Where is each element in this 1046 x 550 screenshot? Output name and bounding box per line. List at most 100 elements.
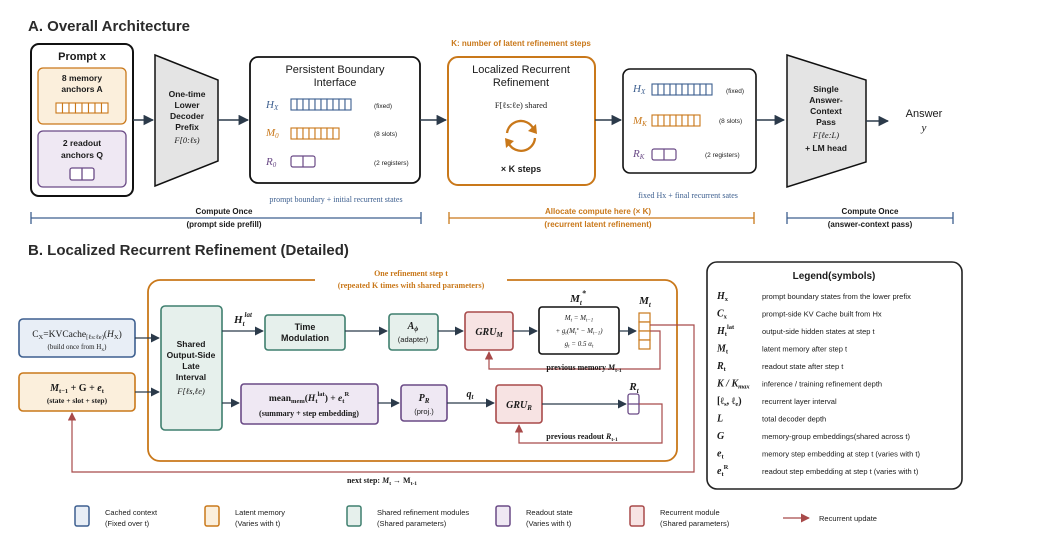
qt-label: qt — [467, 389, 475, 401]
svg-text:Output-Side: Output-Side — [167, 350, 216, 360]
legend-symbol: Htlat — [716, 324, 735, 338]
hx-slot — [344, 98, 352, 111]
hx-final-slot — [657, 83, 665, 96]
legend-description: latent memory after step t — [762, 345, 848, 354]
legend-description: readout state after step t — [762, 362, 844, 371]
hx-slots — [290, 98, 352, 111]
cached-context-box: CX=KVCache[ℓs:ℓe)(HX) (build once from H… — [18, 318, 136, 358]
legend-sublabel: (Shared parameters) — [377, 519, 447, 528]
hx-slot — [290, 98, 298, 111]
hx-final-slots — [651, 83, 713, 96]
svg-text:Time: Time — [295, 322, 316, 332]
svg-text:Compute Once: Compute Once — [842, 207, 899, 216]
legend-label: Recurrent module — [660, 508, 720, 517]
legend-symbol: G — [717, 431, 725, 442]
svg-text:(recurrent latent refinement): (recurrent latent refinement) — [544, 220, 651, 229]
svg-text:PR: PR — [419, 393, 430, 405]
previous-readout-arrow — [514, 403, 663, 444]
svg-text:(2 registers): (2 registers) — [374, 160, 409, 167]
hx-final-slot — [705, 83, 713, 96]
memory-slot — [74, 102, 83, 114]
svg-text:Single: Single — [813, 84, 839, 94]
adapter: Aϕ (adapter) — [388, 313, 439, 351]
svg-text:+ LM head: + LM head — [805, 143, 847, 153]
legend-swatch — [204, 505, 220, 527]
mk-slot — [681, 114, 689, 127]
legend-description: total decoder depth — [762, 415, 826, 424]
previous-memory-arrow — [484, 330, 661, 370]
svg-text:Shared: Shared — [177, 339, 206, 349]
legend-description: recurrent layer interval — [762, 397, 837, 406]
svg-text:Pass: Pass — [816, 117, 836, 127]
legend-symbol: Cx — [717, 309, 728, 321]
mk-slot — [693, 114, 701, 127]
state-input-box: Mt−1 + G + et (state + slot + step) — [18, 372, 136, 412]
mt-slot — [638, 321, 651, 332]
m0-slot — [302, 127, 310, 140]
svg-text:Decoder: Decoder — [170, 111, 205, 121]
legend-description: memory step embedding at step t (varies … — [762, 450, 920, 459]
svg-text:Interface: Interface — [314, 77, 357, 89]
svg-text:GRUR: GRUR — [506, 400, 532, 412]
legend-symbol: Hx — [716, 291, 729, 303]
legend-symbol: L — [716, 414, 723, 425]
legend-description: memory-group embeddings(shared across t) — [762, 432, 910, 441]
svg-text:Late: Late — [182, 361, 200, 371]
svg-text:Answer-: Answer- — [809, 95, 843, 105]
svg-text:F[ℓs:ℓe) shared: F[ℓs:ℓe) shared — [495, 100, 548, 110]
svg-text:Prefix: Prefix — [175, 122, 199, 132]
memory-slot — [100, 102, 109, 114]
svg-text:(2 registers): (2 registers) — [705, 152, 740, 159]
svg-text:anchors A: anchors A — [61, 84, 102, 94]
svg-text:Interval: Interval — [176, 372, 206, 382]
svg-text:gt = 0.5 αt: gt = 0.5 αt — [565, 340, 594, 350]
readout-projection: PR (proj.) — [400, 384, 448, 422]
answer-context-pass: Single Answer- Context Pass F[ℓe:L) + LM… — [786, 53, 867, 189]
svg-text:(build once from Hx): (build once from Hx) — [48, 343, 108, 353]
memory-slot — [87, 102, 96, 114]
next-step-label: next step: Mt → Mt-1 — [347, 476, 417, 487]
gru-r: GRUR — [495, 384, 543, 424]
hx-slot — [308, 98, 316, 111]
hx-slot — [314, 98, 322, 111]
gru-m: GRUM — [464, 311, 514, 351]
svg-text:F[0:ℓs): F[0:ℓs) — [173, 135, 199, 145]
legend-label: Recurrent update — [819, 514, 877, 523]
legend-label: Cached context — [105, 508, 158, 517]
svg-text:(8 slots): (8 slots) — [719, 118, 742, 125]
mean-summary-box: meanmem(Htlat) + etR (summary + step emb… — [240, 383, 379, 425]
mk-slots — [651, 114, 701, 127]
m0-slot — [326, 127, 334, 140]
legend-description: prompt-side KV Cache built from Hx — [762, 310, 882, 319]
m0-slot — [308, 127, 316, 140]
legend-swatch — [495, 505, 511, 527]
k-steps-note: K: number of latent refinement steps — [451, 39, 591, 48]
svg-text:Persistent Boundary: Persistent Boundary — [285, 64, 385, 76]
rt-label: Rt — [628, 381, 639, 395]
legend-description: readout step embedding at step t (varies… — [762, 467, 919, 476]
svg-text:(adapter): (adapter) — [398, 335, 429, 344]
prompt-title: Prompt x — [58, 51, 107, 63]
legend-sublabel: (Varies with t) — [526, 519, 572, 528]
memory-slot — [81, 102, 90, 114]
hx-final-slot — [681, 83, 689, 96]
hx-final-slot — [699, 83, 707, 96]
svg-text:Mt = Mt−1: Mt = Mt−1 — [564, 314, 594, 324]
svg-text:Refinement: Refinement — [493, 77, 549, 89]
allocate-compute-bracket: Allocate compute here (× K) (recurrent l… — [448, 207, 755, 229]
legend-description: inference / training refinement depth — [762, 380, 882, 389]
legend-swatch — [74, 505, 90, 527]
next-step-arrow — [67, 324, 695, 473]
svg-text:meanmem(Htlat) + etR: meanmem(Htlat) + etR — [269, 391, 350, 405]
memory-slot — [68, 102, 77, 114]
compute-once-left-bracket: Compute Once (prompt side prefill) — [30, 207, 422, 229]
memory-update-box: Mt = Mt−1 + gt(Mt* − Mt−1) gt = 0.5 αt — [538, 306, 620, 355]
legend-sublabel: (Varies with t) — [235, 519, 281, 528]
memory-slot — [55, 102, 64, 114]
mt-slot — [638, 312, 651, 323]
mk-slot — [657, 114, 665, 127]
svg-text:Context: Context — [810, 106, 842, 116]
legend-swatch — [629, 505, 645, 527]
